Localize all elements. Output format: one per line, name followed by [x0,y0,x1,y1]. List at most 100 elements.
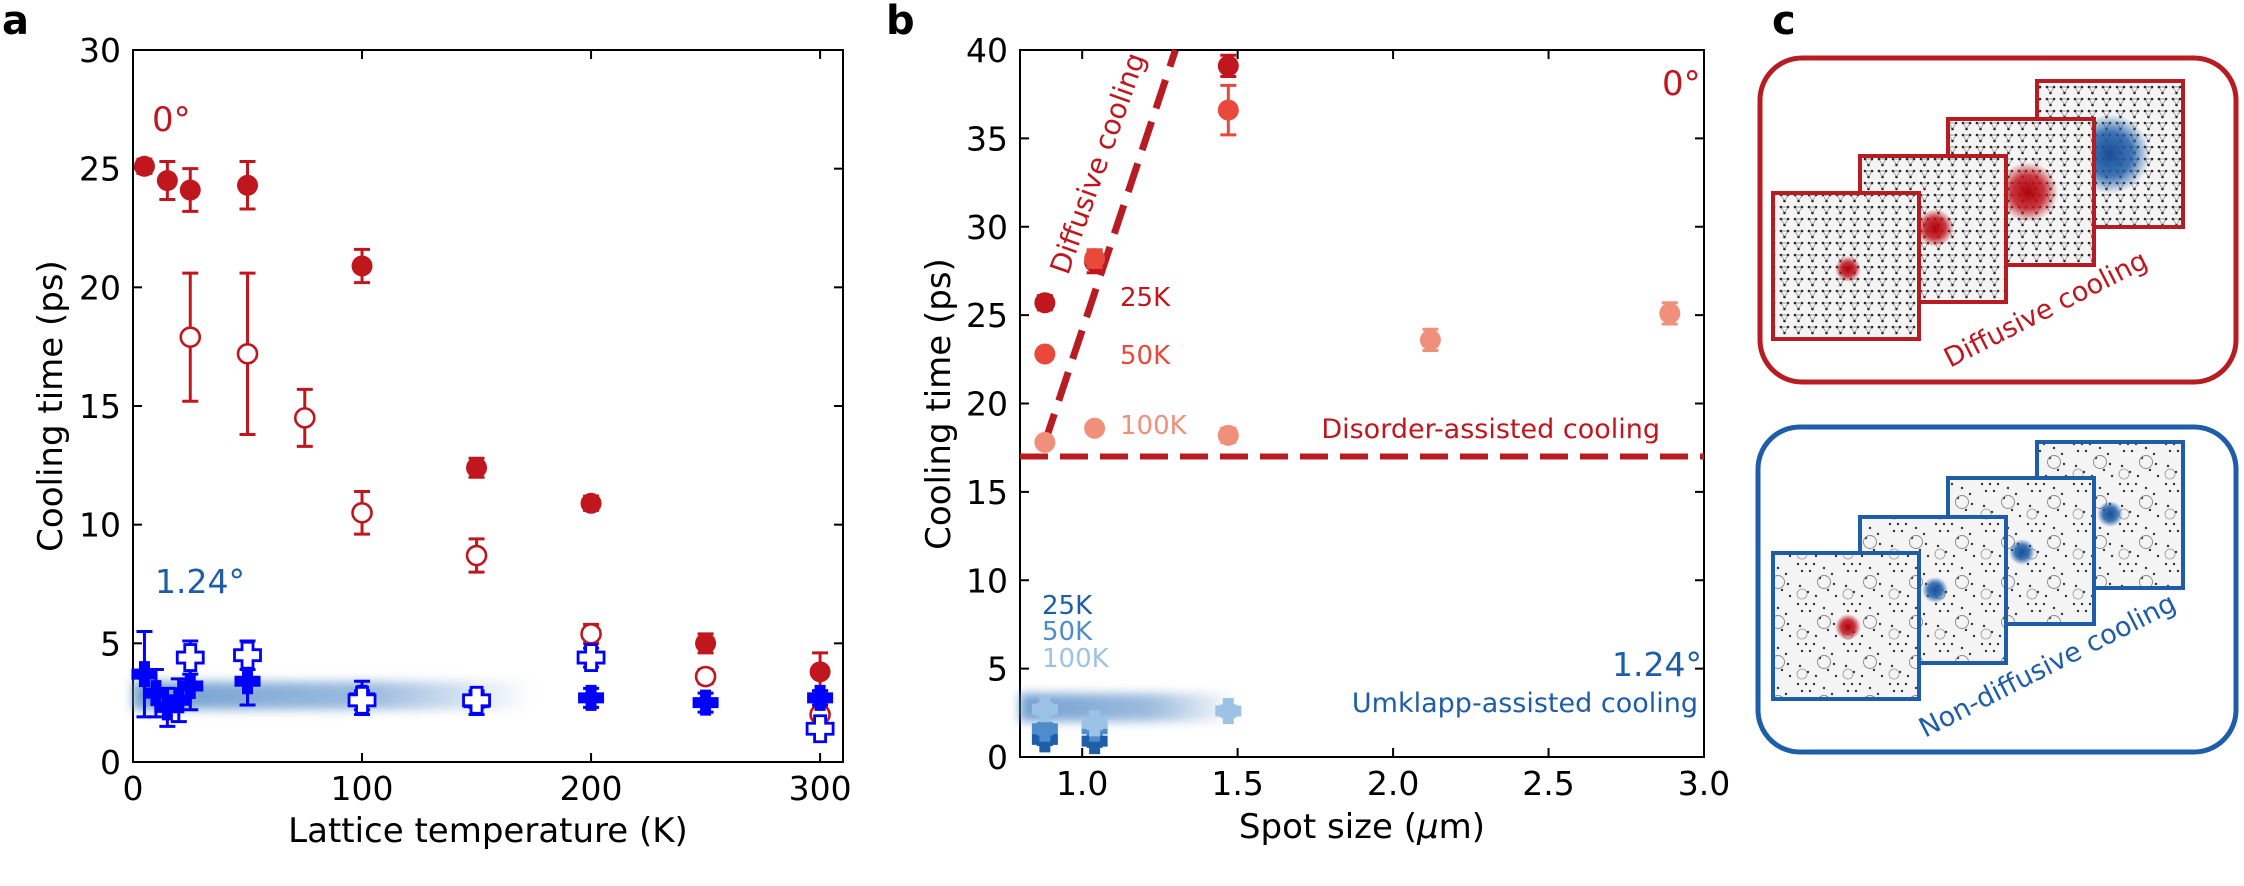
legend-red-100k: 100K [1120,411,1188,441]
x-tick-label: 1.5 [1211,764,1263,803]
data-point [805,714,835,744]
data-point-marker [807,684,834,711]
x-tick-label: 1.0 [1056,764,1108,803]
data-point [1034,343,1056,365]
data-point-marker [1034,343,1056,365]
data-point-marker [1034,431,1056,453]
panel-b-xlabel: Spot size (μm) [1239,807,1485,847]
y-tick-label: 20 [966,385,1008,424]
legend-blue-50k: 50K [1042,617,1093,647]
data-point [466,456,488,479]
data-point-marker [236,342,259,365]
data-point-marker [156,170,178,192]
lattice-frame [1771,551,1921,701]
data-point-marker [1217,424,1239,446]
data-point-marker [1659,302,1681,324]
y-tick-label: 25 [79,150,121,189]
data-point [695,632,717,655]
panel-b-xlabel-unit: m) [1439,807,1485,847]
data-point [351,247,373,285]
data-point-marker [466,457,488,479]
diffusive-frames [1771,79,2185,341]
data-point [1031,696,1058,723]
data-point-marker [694,665,717,688]
panel-a-ylabel: Cooling time (ps) [31,260,71,552]
y-tick-label: 30 [966,208,1008,247]
data-point-marker [1215,698,1242,725]
panel-a-annotation-1p24deg: 1.24° [155,562,245,601]
data-point [154,686,181,728]
data-point-marker [347,685,377,715]
data-point [236,271,259,436]
y-tick-label: 5 [987,650,1008,689]
y-tick-label: 10 [966,561,1008,600]
nondiffusive-frames [1771,440,2185,701]
data-point-marker [462,685,491,715]
data-point [347,685,377,715]
data-point-marker [131,661,158,688]
data-point-marker [179,326,202,348]
diffusive-cooling-line [1041,48,1179,444]
heat-spot [1835,614,1861,640]
data-point [175,639,205,676]
data-point [807,684,834,711]
x-tick-label: 200 [560,769,623,808]
panel-b-xlabel-text: Spot size ( [1239,807,1417,847]
data-point-marker [576,643,606,672]
y-tick-label: 20 [79,268,121,307]
data-point [1034,431,1056,453]
data-point-marker [177,673,204,700]
data-point [233,639,262,671]
data-point [692,689,719,716]
data-point-marker [142,680,169,707]
data-point-marker [1217,55,1239,77]
y-tick-label: 15 [79,387,121,426]
data-point [237,160,259,211]
data-point-marker [154,694,181,721]
heat-spot [1835,256,1861,282]
legend-blue-25k: 25K [1042,591,1093,621]
umklapp-cooling-label: Umklapp-assisted cooling [1352,688,1698,719]
panel-c-schematic: Diffusive cooling Non-diffusive cooling [1755,55,2239,755]
data-point-marker [351,255,373,277]
data-point-marker [237,174,259,196]
data-point-marker [293,407,316,429]
heat-spot [2097,501,2123,527]
heat-spot [1922,577,1948,603]
data-point [1659,301,1681,326]
data-point [580,492,602,514]
y-tick-label: 10 [79,506,121,545]
panel-b-points [1031,53,1681,755]
data-point-marker [1031,715,1058,742]
x-tick-label: 100 [331,769,394,808]
data-point-marker [692,689,719,716]
panel-b-annotation-0deg: 0° [1662,64,1701,104]
data-point-marker [1217,99,1239,121]
panel-b-ylabel: Cooling time (ps) [919,258,959,550]
data-point-marker [233,640,262,670]
panel-a-xlabel: Lattice temperature (K) [288,811,688,851]
y-tick-label: 35 [966,119,1008,158]
data-point-marker [805,714,835,744]
x-tick-label: 0 [123,769,144,808]
data-point [179,167,201,213]
legend-blue-100k: 100K [1042,644,1110,674]
heat-spot [2009,539,2035,565]
data-point [462,685,491,715]
data-point-marker [465,544,488,567]
data-point [1081,710,1108,737]
data-point [465,537,488,574]
data-point [1031,715,1058,742]
disorder-cooling-label: Disorder-assisted cooling [1321,414,1660,445]
data-point-marker [351,501,373,524]
data-point-marker [809,661,831,683]
data-point [1217,53,1239,79]
data-point-marker [578,684,605,711]
data-point-marker [1084,417,1106,439]
y-tick-label: 0 [100,743,121,782]
